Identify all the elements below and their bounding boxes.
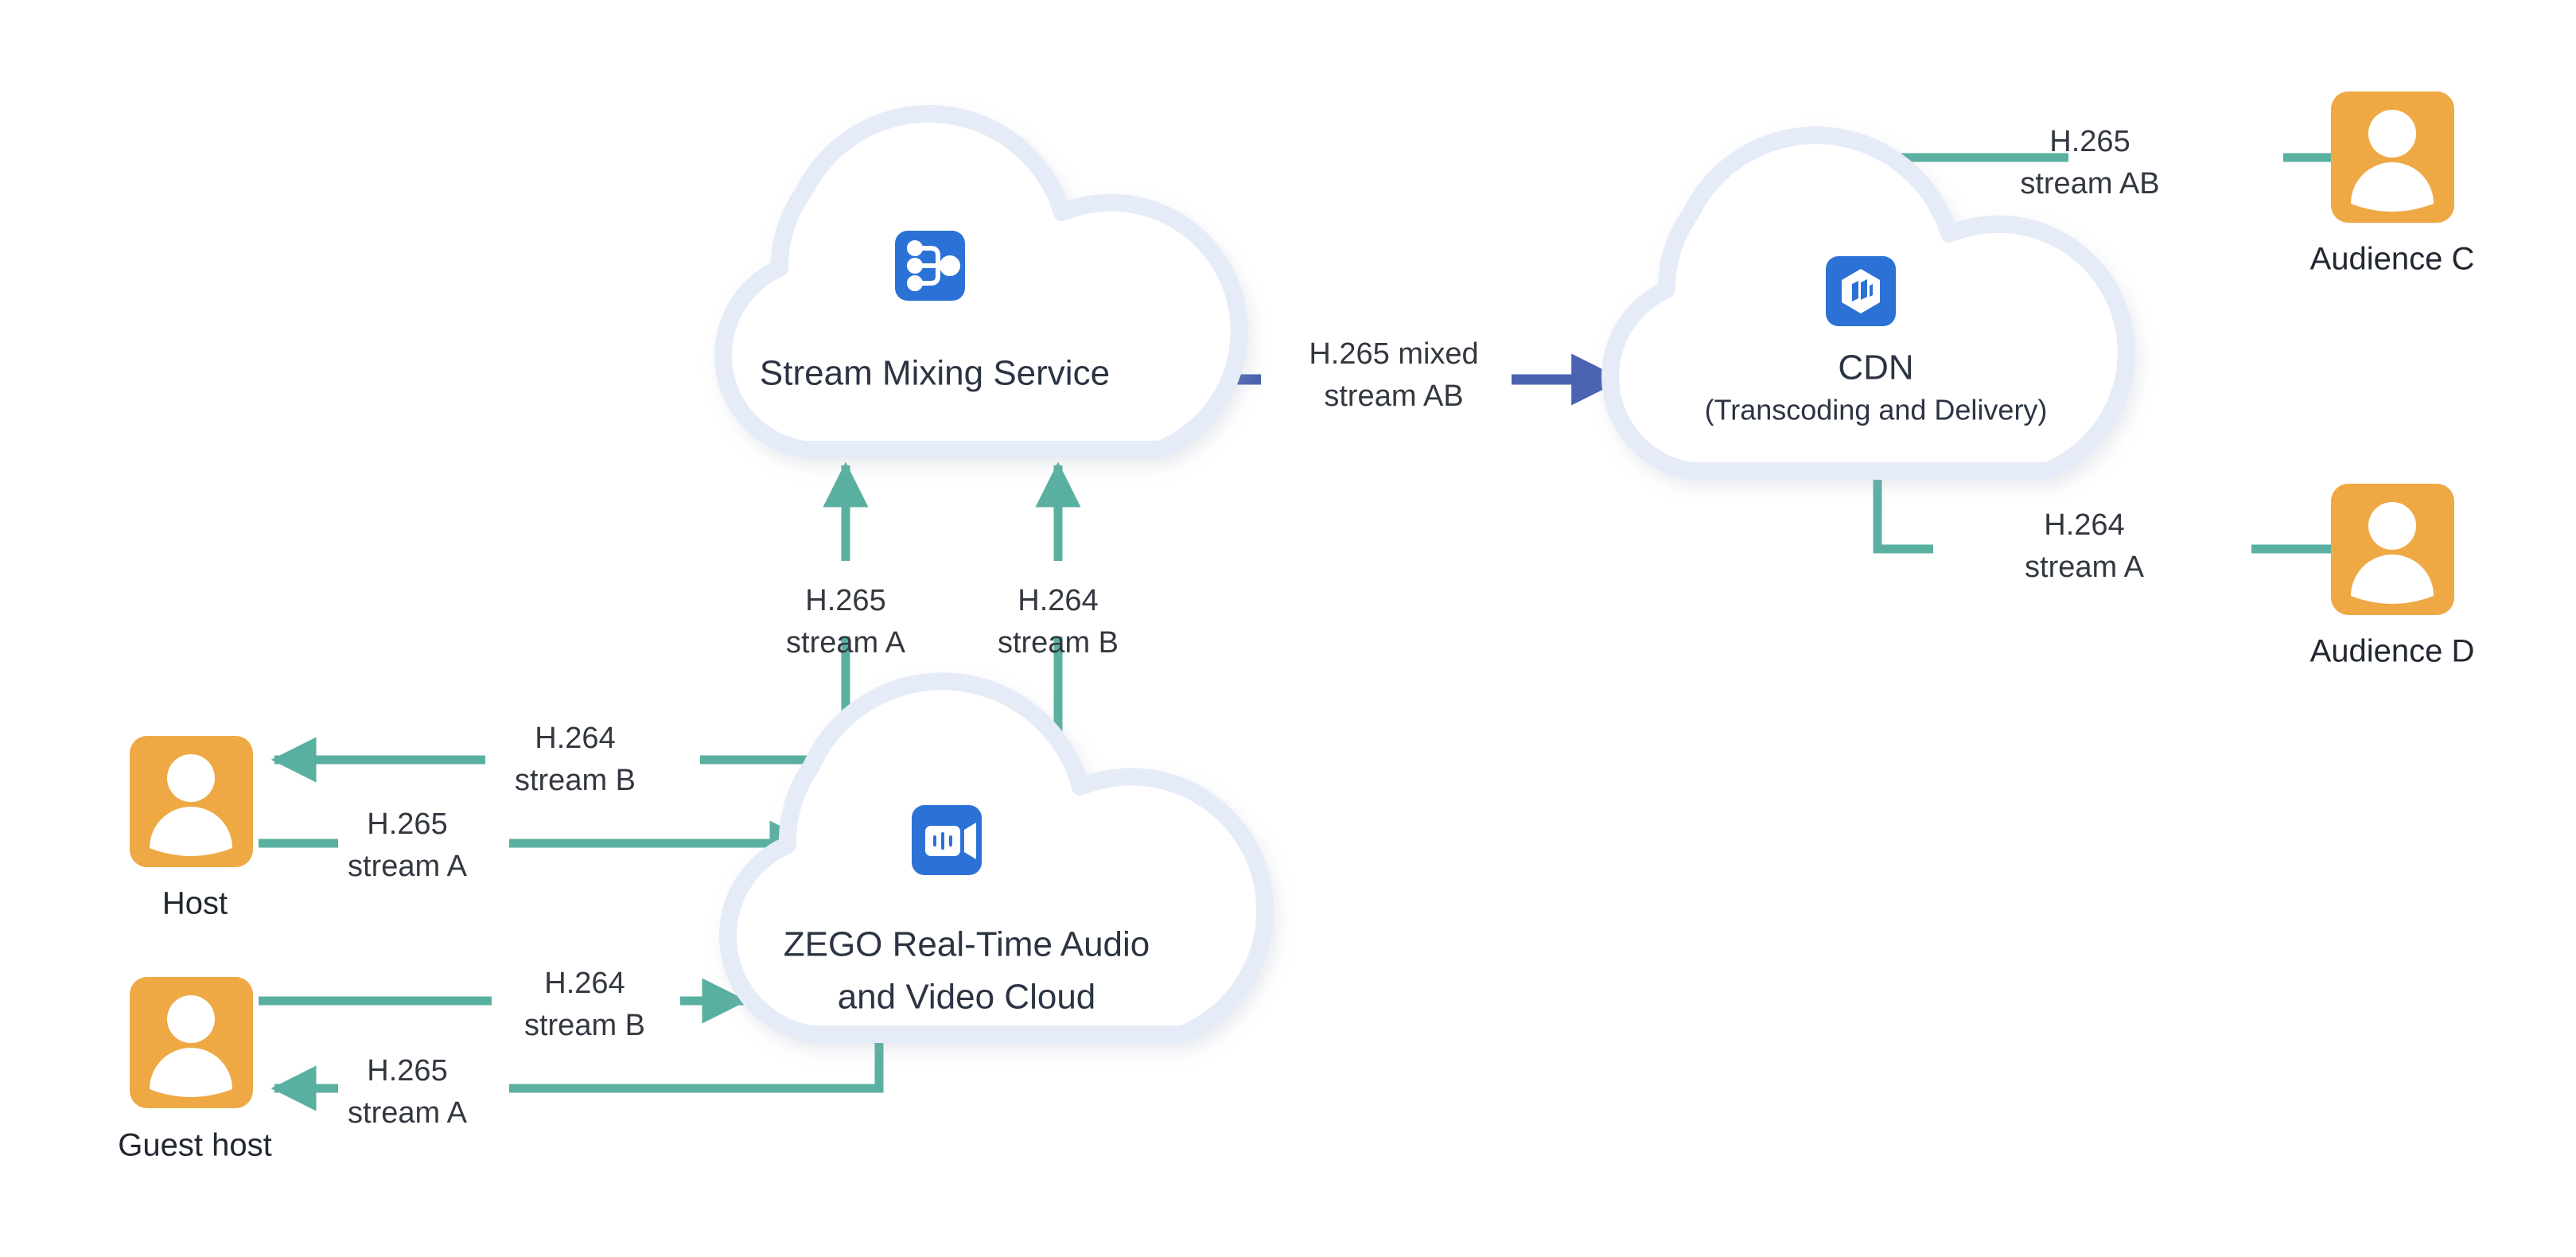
edge-label-cdn-d-line1: H.264	[2044, 508, 2124, 542]
node-stream-mixing-service[interactable]: Stream Mixing Service	[714, 105, 1248, 458]
node-cdn[interactable]: CDN (Transcoding and Delivery)	[1601, 126, 2135, 480]
edge-label-zego-mix-a-line2: stream A	[786, 626, 906, 660]
edge-label-guest-zego-line1: H.264	[544, 967, 625, 1000]
edge-label-mix-to-cdn-line2: stream AB	[1324, 379, 1463, 413]
edge-zego-to-guest: H.265 stream A	[270, 1026, 884, 1130]
edge-label-zego-host-line1: H.264	[535, 722, 615, 755]
edge-label-zego-guest-line1: H.265	[367, 1054, 447, 1088]
edge-host-to-zego: H.265 stream A	[259, 808, 815, 883]
edge-label-zego-host-line2: stream B	[515, 764, 636, 797]
user-icon	[150, 995, 232, 1097]
user-icon	[2351, 110, 2434, 212]
edge-cdn-to-audience-d: H.264 stream A	[1873, 469, 2379, 584]
edge-label-cdn-d-line2: stream A	[2025, 551, 2145, 584]
node-audience-c[interactable]: Audience C	[2310, 91, 2475, 277]
node-label-audience-c: Audience C	[2310, 242, 2475, 277]
node-label-host: Host	[162, 886, 228, 921]
edge-zego-to-host: H.264 stream B	[270, 722, 846, 797]
user-icon	[2351, 502, 2434, 604]
edge-label-cdn-c-line2: stream AB	[2020, 167, 2159, 200]
node-label-zego-line1: ZEGO Real-Time Audio	[784, 925, 1150, 964]
edge-label-zego-guest-line2: stream A	[348, 1096, 468, 1130]
user-icon	[150, 754, 232, 856]
node-audience-d[interactable]: Audience D	[2310, 484, 2475, 669]
node-host[interactable]: Host	[130, 736, 253, 921]
node-zego-cloud[interactable]: ZEGO Real-Time Audio and Video Cloud	[718, 672, 1274, 1043]
edge-label-zego-mix-a-line1: H.265	[805, 584, 885, 617]
edge-mix-to-cdn: H.265 mixed stream AB	[1173, 337, 1624, 413]
edge-label-zego-mix-b-line1: H.264	[1018, 584, 1098, 617]
node-label-zego-line2: and Video Cloud	[838, 978, 1096, 1017]
edge-label-host-zego-line1: H.265	[367, 808, 447, 841]
node-label-guest-host: Guest host	[118, 1128, 271, 1163]
edge-label-mix-to-cdn-line1: H.265 mixed	[1309, 337, 1478, 371]
edge-label-guest-zego-line2: stream B	[524, 1009, 645, 1042]
edge-guest-to-zego: H.264 stream B	[259, 967, 748, 1042]
node-guest-host[interactable]: Guest host	[118, 977, 272, 1163]
edge-label-host-zego-line2: stream A	[348, 850, 468, 883]
node-label-stream-mixing-service: Stream Mixing Service	[760, 354, 1110, 393]
node-label-cdn: CDN	[1838, 348, 1913, 387]
node-label-audience-d: Audience D	[2310, 634, 2475, 669]
edge-label-cdn-c-line1: H.265	[2049, 125, 2130, 158]
edge-label-zego-mix-b-line2: stream B	[998, 626, 1119, 660]
node-sublabel-cdn: (Transcoding and Delivery)	[1705, 394, 2048, 426]
